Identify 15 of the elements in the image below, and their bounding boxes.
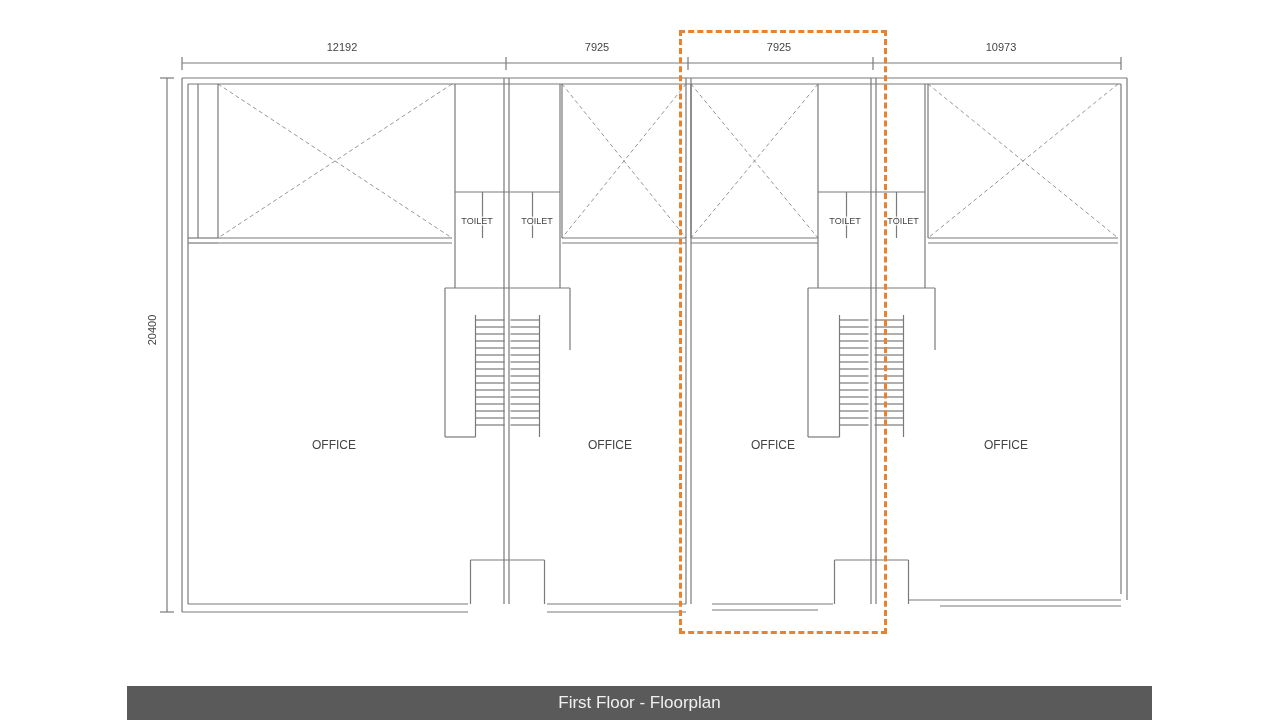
room-label: OFFICE (312, 439, 356, 451)
dimension-label: 20400 (146, 312, 158, 348)
room-label: TOILET (887, 216, 919, 226)
room-label: TOILET (829, 216, 861, 226)
caption: First Floor - Floorplan (558, 693, 721, 713)
highlight-box (679, 30, 887, 634)
dimension-label: 7925 (764, 41, 794, 53)
room-label: TOILET (461, 216, 493, 226)
room-label: OFFICE (751, 439, 795, 451)
dimension-label: 7925 (582, 41, 612, 53)
room-label: OFFICE (984, 439, 1028, 451)
dimension-label: 12192 (324, 41, 360, 53)
room-label: TOILET (521, 216, 553, 226)
room-label: OFFICE (588, 439, 632, 451)
dimension-label: 10973 (983, 41, 1019, 53)
